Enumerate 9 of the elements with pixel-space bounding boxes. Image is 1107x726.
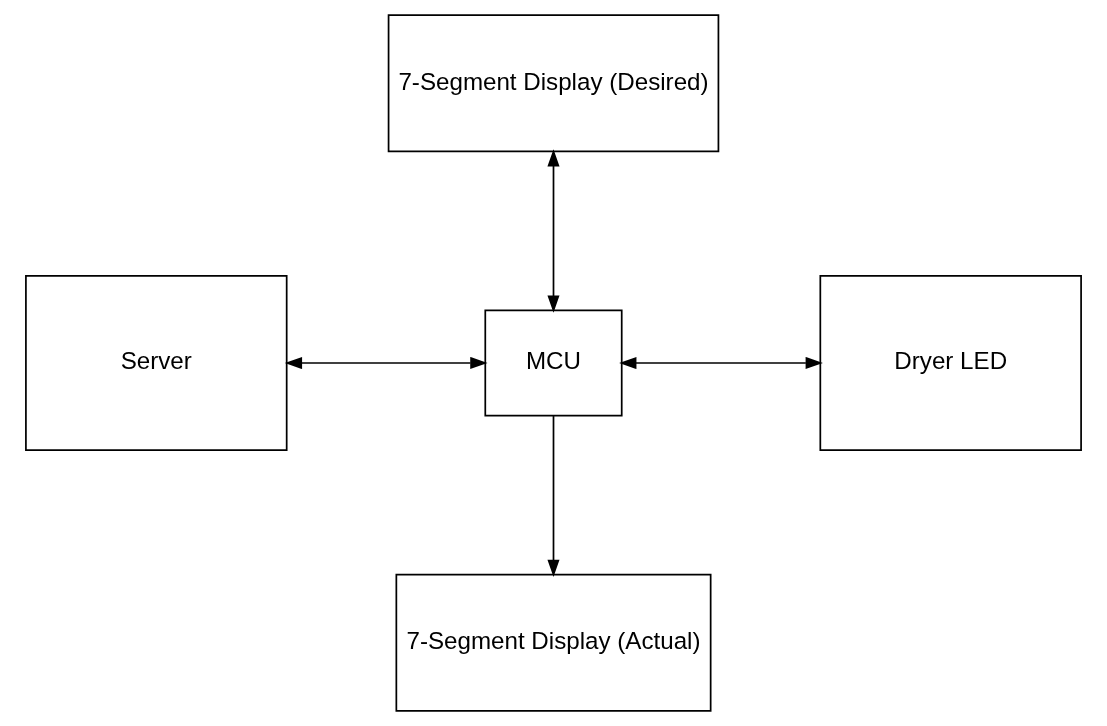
- arrow: [547, 415, 560, 577]
- node-box: MCU: [484, 309, 623, 417]
- arrow: [547, 149, 560, 313]
- node-box: 7-Segment Display (Desired): [387, 14, 720, 153]
- arrow: [619, 356, 823, 370]
- arrow: [284, 356, 488, 370]
- node-box: Dryer LED: [819, 274, 1082, 452]
- node-box: Server: [25, 274, 288, 452]
- node-box: 7-Segment Display (Actual): [395, 573, 712, 712]
